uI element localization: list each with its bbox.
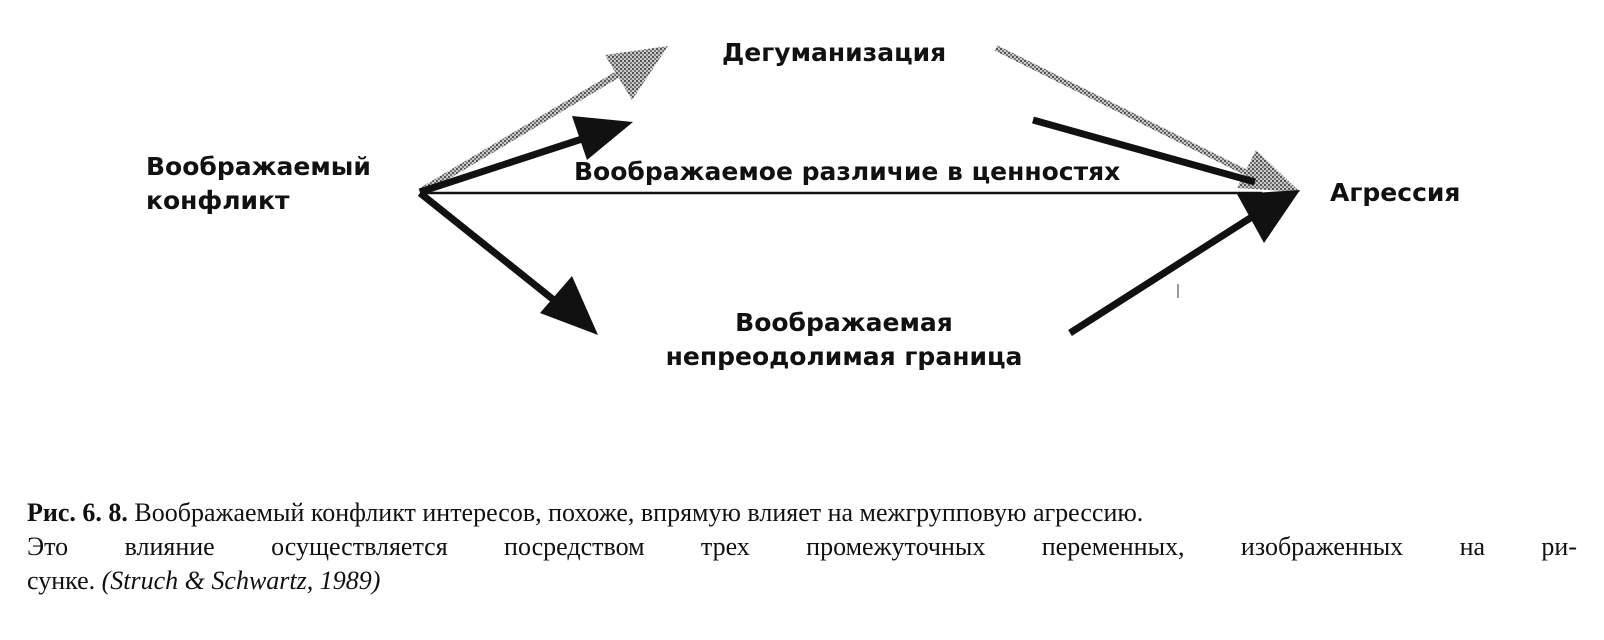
diagram-canvas [417,45,1300,336]
caption-text-2: Это влияние осуществляется посредством т… [27,532,1577,561]
node-aggression: Агрессия [1330,176,1460,210]
node-insurmountable-boundary: Воображаемая непреодолимая граница [654,306,1034,374]
node-boundary-line2: непреодолимая граница [665,342,1023,371]
caption-text-1: Воображаемый конфликт интересов, похоже,… [127,498,1144,527]
caption-figure-label: Рис. 6. 8. [27,498,128,527]
node-imagined-conflict: Воображаемый конфликт [146,150,371,218]
arrow-values-to-aggression [1032,116,1256,186]
caption-text-3: сунке. [27,566,102,595]
caption-line-3: сунке. (Struch & Schwartz, 1989) [27,564,1577,598]
node-dehumanization: Дегуманизация [722,36,946,70]
caption-line-1: Рис. 6. 8. Воображаемый конфликт интерес… [27,496,1577,530]
node-value-difference: Воображаемое различие в ценностях [574,155,1120,189]
figure-caption: Рис. 6. 8. Воображаемый конфликт интерес… [27,496,1577,598]
node-aggression-label: Агрессия [1330,178,1461,207]
arrow-conflict-to-values [418,116,633,196]
caption-line-2: Это влияние осуществляется посредством т… [27,530,1577,564]
caption-citation: (Struch & Schwartz, 1989) [101,566,381,595]
node-dehumanization-label: Дегуманизация [722,38,947,67]
node-value-difference-label: Воображаемое различие в ценностях [574,157,1121,186]
node-imagined-conflict-line1: Воображаемый [146,152,371,181]
arrow-boundary-to-aggression [1068,190,1300,336]
node-boundary-line1: Воображаемая [735,308,953,337]
arrow-conflict-to-boundary [417,190,598,335]
node-imagined-conflict-line2: конфликт [146,186,290,215]
arrow-conflict-to-dehumanization [418,46,668,196]
